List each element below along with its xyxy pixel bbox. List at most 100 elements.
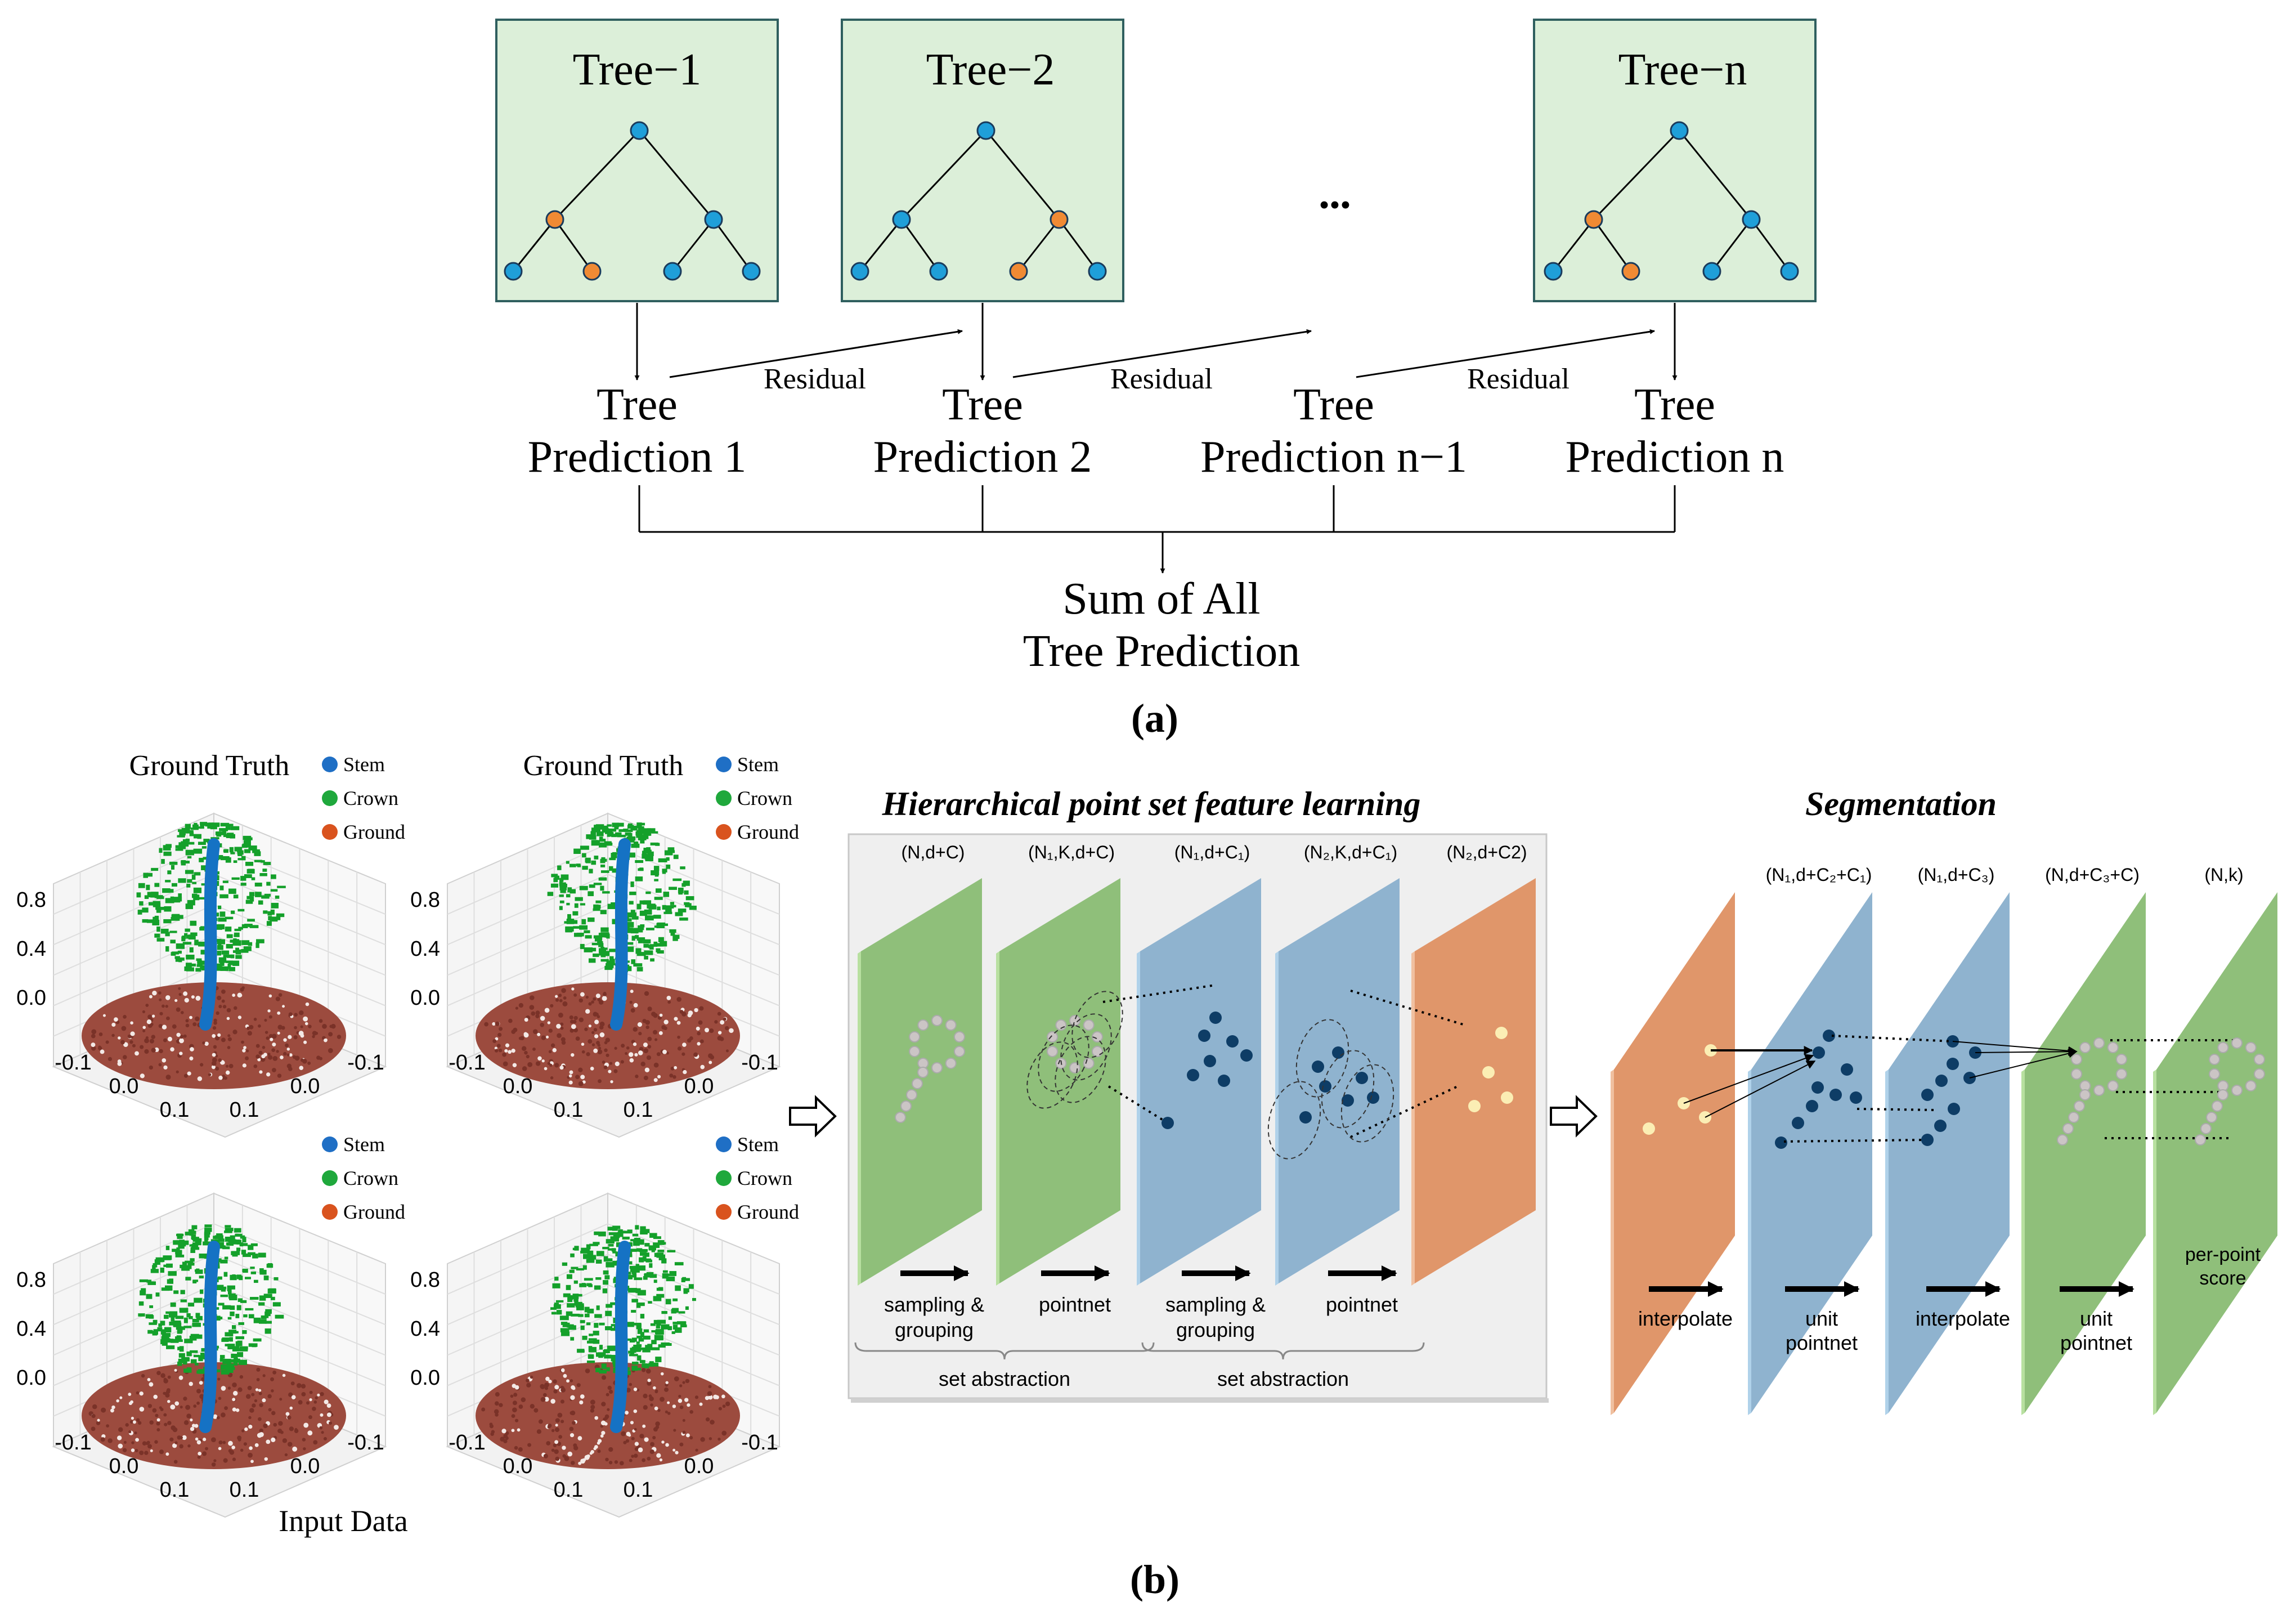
x-tick-label: -0.1	[449, 1051, 485, 1075]
point	[953, 1031, 965, 1043]
point	[2115, 1068, 2127, 1080]
tree-box-1: Tree−1	[495, 19, 779, 302]
point	[1218, 1075, 1230, 1087]
point	[1299, 1111, 1312, 1124]
residual-arrow	[669, 329, 963, 378]
point	[1792, 1117, 1804, 1129]
legend-marker	[716, 824, 732, 840]
prediction-line1: Tree	[1293, 380, 1374, 429]
point-ring	[895, 1015, 965, 1123]
point	[953, 1045, 965, 1057]
point	[1468, 1100, 1481, 1112]
prediction-line2: Prediction 2	[873, 432, 1092, 482]
z-tick-label: 0.0	[290, 1455, 320, 1478]
tree-title: Tree−1	[573, 45, 702, 95]
x-tick-label: 0.1	[160, 1098, 190, 1122]
point	[1934, 1120, 1947, 1132]
layer-shape-label: (N₁,d+C₁)	[1174, 842, 1250, 862]
sum-bracket	[638, 485, 1676, 574]
point	[2217, 1042, 2229, 1054]
tree-title: Tree−2	[926, 45, 1055, 95]
z-tick-label: 0.1	[624, 1098, 653, 1122]
layer-shape-label: (N₂,d+C2)	[1446, 842, 1527, 862]
point	[1643, 1122, 1655, 1135]
z-tick-label: -0.1	[347, 1051, 384, 1075]
hollow-arrow-icon	[789, 1095, 837, 1138]
prediction-line1: Tree	[1634, 380, 1715, 429]
legend-marker	[322, 824, 338, 840]
crown-points	[138, 1224, 284, 1375]
sum-label-line2: Tree Prediction	[1023, 626, 1301, 676]
point	[1069, 1062, 1080, 1073]
legend-marker	[322, 1170, 338, 1186]
brace	[1141, 1342, 1425, 1360]
y-tick-label: 0.4	[16, 937, 46, 961]
feature-layer	[1137, 878, 1261, 1286]
ground-points	[82, 1362, 346, 1469]
legend-marker	[716, 1170, 732, 1186]
point	[945, 1019, 957, 1031]
legend-marker	[322, 1204, 338, 1220]
prediction-n: Tree Prediction n	[1566, 380, 1784, 482]
tree-box-2: Tree−2	[841, 19, 1124, 302]
point	[1047, 1045, 1059, 1057]
z-tick-label: 0.0	[684, 1455, 714, 1478]
residual-arrow	[1012, 329, 1312, 378]
interpolate-arrow	[1683, 1054, 1814, 1104]
interpolate-arrow	[1952, 1041, 2078, 1055]
operation-label: unit	[2080, 1307, 2113, 1330]
crown-points	[550, 1225, 696, 1376]
residual-label: Residual	[1467, 363, 1569, 395]
hollow-arrow-icon	[1550, 1095, 1598, 1138]
feature-layer	[1411, 878, 1536, 1286]
y-tick-label: 0.0	[410, 1366, 440, 1390]
prediction-line1: Tree	[942, 380, 1023, 429]
point	[2206, 1112, 2217, 1123]
residual-label: Residual	[764, 363, 866, 395]
feature-layer	[1611, 892, 1735, 1415]
point	[2115, 1054, 2127, 1066]
decision-tree-icon	[1544, 121, 1799, 281]
panel-a: Tree−1 Tree−2	[495, 19, 1817, 741]
ellipsis: •••	[1319, 188, 1351, 222]
legend-label: Crown	[343, 787, 398, 809]
point	[917, 1067, 929, 1078]
hierarchical-panel-shadow	[851, 1398, 1549, 1403]
point	[1342, 1094, 1354, 1107]
y-tick-label: 0.0	[16, 986, 46, 1010]
point	[1083, 1057, 1095, 1069]
plot-title: Ground Truth	[523, 750, 684, 782]
point	[2200, 1123, 2212, 1134]
point	[2107, 1042, 2119, 1054]
point	[1947, 1058, 1959, 1070]
projection-lines	[1102, 984, 1464, 1138]
ground-points	[476, 982, 740, 1089]
point	[1495, 1027, 1508, 1039]
point	[931, 1015, 943, 1026]
point	[1083, 1019, 1095, 1031]
point	[2093, 1085, 2105, 1096]
point-ring	[2195, 1037, 2265, 1145]
y-tick-label: 0.8	[410, 888, 440, 912]
point	[2245, 1080, 2257, 1091]
stem-points	[199, 1241, 220, 1433]
x-tick-label: 0.1	[554, 1098, 584, 1122]
decision-tree-icon	[504, 121, 761, 281]
point	[2079, 1042, 2091, 1054]
point	[2057, 1134, 2068, 1145]
stem-points	[610, 838, 631, 1031]
per-point-score-label: score	[2199, 1268, 2246, 1289]
y-tick-label: 0.0	[16, 1366, 46, 1390]
point	[1356, 1072, 1368, 1084]
point	[1319, 1080, 1331, 1093]
feature-layer	[1748, 892, 1872, 1415]
prediction-1: Tree Prediction 1	[528, 380, 747, 482]
per-point-score-label: per-point	[2185, 1244, 2261, 1265]
stem-points	[199, 838, 220, 1031]
layer-shape-label: (N,k)	[2204, 865, 2243, 885]
feature-layer	[1885, 892, 2010, 1415]
z-tick-label: -0.1	[741, 1431, 778, 1455]
tree-point-cloud-plot: StemCrownGround0.80.40.0-0.10.00.1-0.10.…	[16, 1133, 405, 1518]
y-tick-label: 0.8	[410, 1268, 440, 1292]
